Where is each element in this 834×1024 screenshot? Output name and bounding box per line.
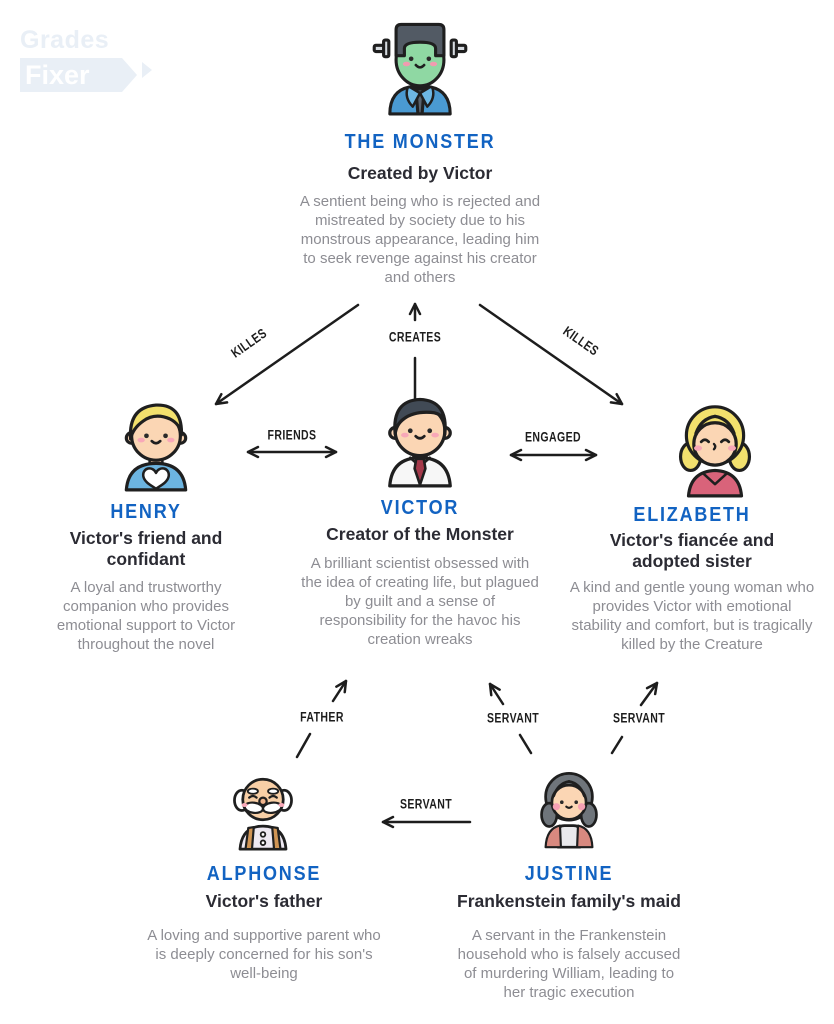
character-subtitle-alphonse: Victor's father xyxy=(205,891,323,911)
character-description-alphonse: A loving and supportive parent who is de… xyxy=(147,927,381,982)
logo-badge-fixer: Fixer xyxy=(20,58,137,92)
character-description-henry: A loyal and trustworthy companion who pr… xyxy=(56,579,236,653)
character-name-elizabeth: ELIZABETH xyxy=(633,504,751,526)
character-name-monster: THE MONSTER xyxy=(344,131,496,153)
character-name-victor: VICTOR xyxy=(380,497,460,519)
gradesfixer-logo: Grades Fixer xyxy=(20,26,152,92)
character-description-elizabeth: A kind and gentle young woman who provid… xyxy=(569,579,815,653)
character-description-monster: A sentient being who is rejected and mis… xyxy=(299,193,541,286)
avatar-the-monster-icon xyxy=(368,12,472,116)
arrow-justine-servant-victor-lower xyxy=(518,733,533,755)
character-subtitle-henry: Victor's friend and confidant xyxy=(69,528,223,569)
character-subtitle-justine: Frankenstein family's maid xyxy=(457,891,681,911)
arrow-monster-kills-elizabeth xyxy=(478,303,624,406)
character-subtitle-monster: Created by Victor xyxy=(347,163,493,183)
arrow-alphonse-father-victor-lower xyxy=(295,732,312,759)
arrow-justine-servant-victor-upper xyxy=(488,682,505,706)
character-subtitle-elizabeth: Victor's fiancée and adopted sister xyxy=(609,530,775,571)
relation-label-servant-alphonse: SERVANT xyxy=(399,796,453,812)
relation-label-friends: FRIENDS xyxy=(267,427,317,443)
avatar-victor-icon xyxy=(365,380,475,488)
relation-label-engaged: ENGAGED xyxy=(525,429,581,445)
character-name-justine: JUSTINE xyxy=(524,863,614,885)
character-name-alphonse: ALPHONSE xyxy=(206,863,322,885)
arrow-justine-servant-elizabeth-lower xyxy=(610,735,624,755)
avatar-henry-icon xyxy=(101,386,211,492)
arrow-alphonse-father-victor-upper xyxy=(331,679,348,703)
relation-label-servant-elizabeth: SERVANT xyxy=(612,710,666,726)
logo-pencil-tip-icon xyxy=(142,62,152,78)
relation-label-servant-victor: SERVANT xyxy=(486,710,540,726)
character-description-victor: A brilliant scientist obsessed with the … xyxy=(301,555,539,648)
relation-label-creates: CREATES xyxy=(388,329,442,345)
arrow-justine-servant-elizabeth-upper xyxy=(639,681,659,707)
avatar-justine-icon xyxy=(524,758,614,850)
arrow-monster-kills-henry xyxy=(214,303,360,406)
relation-label-father: FATHER xyxy=(300,709,344,725)
avatar-alphonse-icon xyxy=(217,757,309,853)
character-description-justine: A servant in the Frankenstein household … xyxy=(457,927,681,1001)
character-name-henry: HENRY xyxy=(110,501,182,523)
character-subtitle-victor: Creator of the Monster xyxy=(326,524,514,544)
logo-text-grades: Grades xyxy=(20,26,110,54)
avatar-elizabeth-icon xyxy=(657,392,773,498)
